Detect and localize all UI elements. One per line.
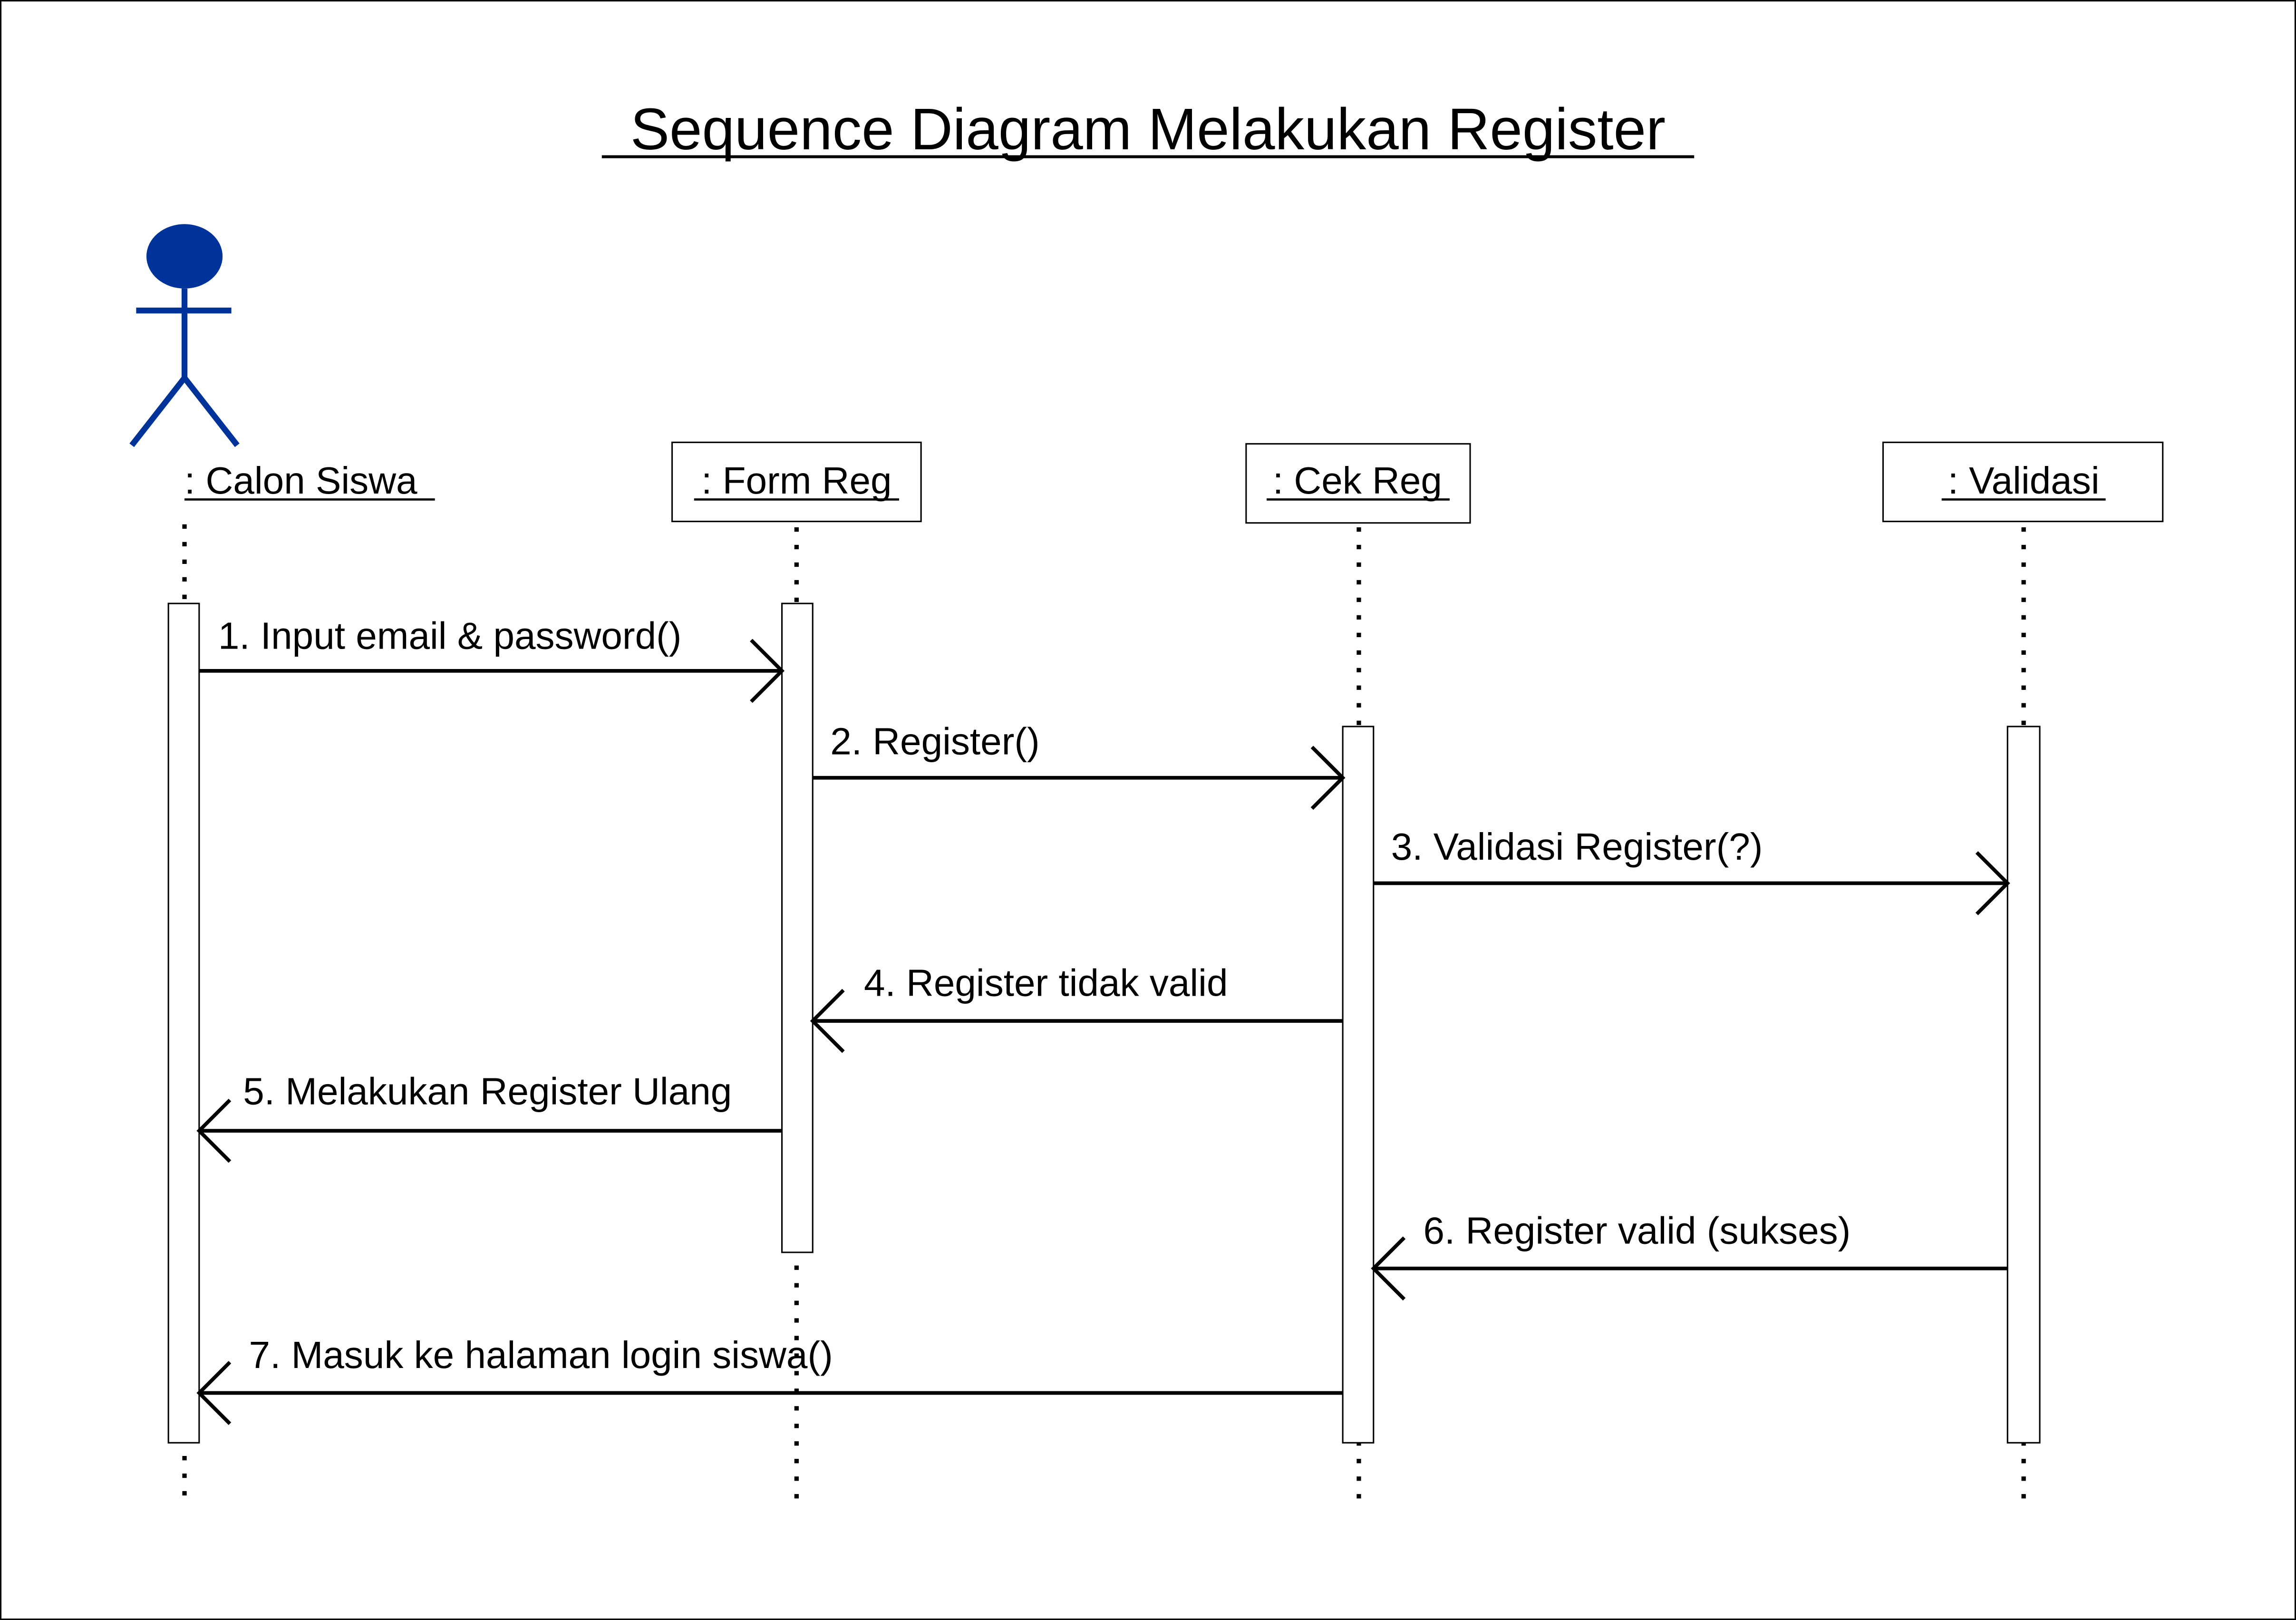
message-label: 3. Validasi Register(?) (1391, 825, 1763, 868)
actor-right-leg (182, 376, 240, 447)
participant-form-reg: : Form Reg (671, 441, 922, 1506)
participant-box (1245, 443, 1471, 524)
participant-box (1882, 441, 2164, 523)
activation-bar (167, 602, 200, 1444)
message-label: 1. Input email & password() (218, 615, 682, 657)
diagram-title: Sequence Diagram Melakukan Register (630, 97, 1666, 162)
message-5-melakukan-register-ulang: 5. Melakukan Register Ulang (196, 1070, 782, 1163)
message-6-register-valid: 6. Register valid (sukses) (1371, 1209, 2008, 1301)
message-label: 7. Masuk ke halaman login siswa() (249, 1334, 833, 1376)
participant-label: : Calon Siswa (184, 459, 417, 502)
open-arrowhead-icon (196, 1098, 232, 1163)
open-arrowhead-icon (196, 1361, 232, 1425)
activation-bar (1342, 726, 1375, 1444)
message-label: 5. Melakukan Register Ulang (243, 1070, 732, 1113)
message-label: 6. Register valid (sukses) (1423, 1209, 1850, 1251)
participant-cek-reg: : Cek Reg (1245, 443, 1471, 1506)
message-3-validasi-register: 3. Validasi Register(?) (1373, 825, 2010, 915)
open-arrowhead-icon (1371, 1236, 1406, 1301)
participant-box (671, 441, 922, 523)
message-4-register-tidak-valid: 4. Register tidak valid (810, 962, 1343, 1053)
participant-calon-siswa: : Calon Siswa (129, 224, 435, 1506)
participant-label: : Validasi (1948, 459, 2100, 502)
participant-validasi: : Validasi (1882, 441, 2164, 1506)
open-arrowhead-icon (750, 639, 785, 703)
activation-bar (2006, 726, 2041, 1444)
open-arrowhead-icon (1975, 851, 2010, 915)
open-arrowhead-icon (1310, 746, 1346, 810)
message-label: 4. Register tidak valid (864, 962, 1228, 1004)
open-arrowhead-icon (810, 989, 845, 1053)
activation-bar (781, 602, 814, 1253)
message-2-register: 2. Register() (813, 720, 1346, 810)
participant-label: : Cek Reg (1273, 459, 1442, 502)
participant-label: : Form Reg (701, 459, 891, 502)
message-7-masuk-ke-halaman-login: 7. Masuk ke halaman login siswa() (196, 1334, 1343, 1425)
actor-left-leg (129, 376, 187, 447)
message-1-input-email-password: 1. Input email & password() (199, 615, 785, 703)
message-label: 2. Register() (830, 720, 1040, 762)
actor-stick-figure-icon (129, 224, 240, 447)
actor-head (146, 224, 223, 289)
